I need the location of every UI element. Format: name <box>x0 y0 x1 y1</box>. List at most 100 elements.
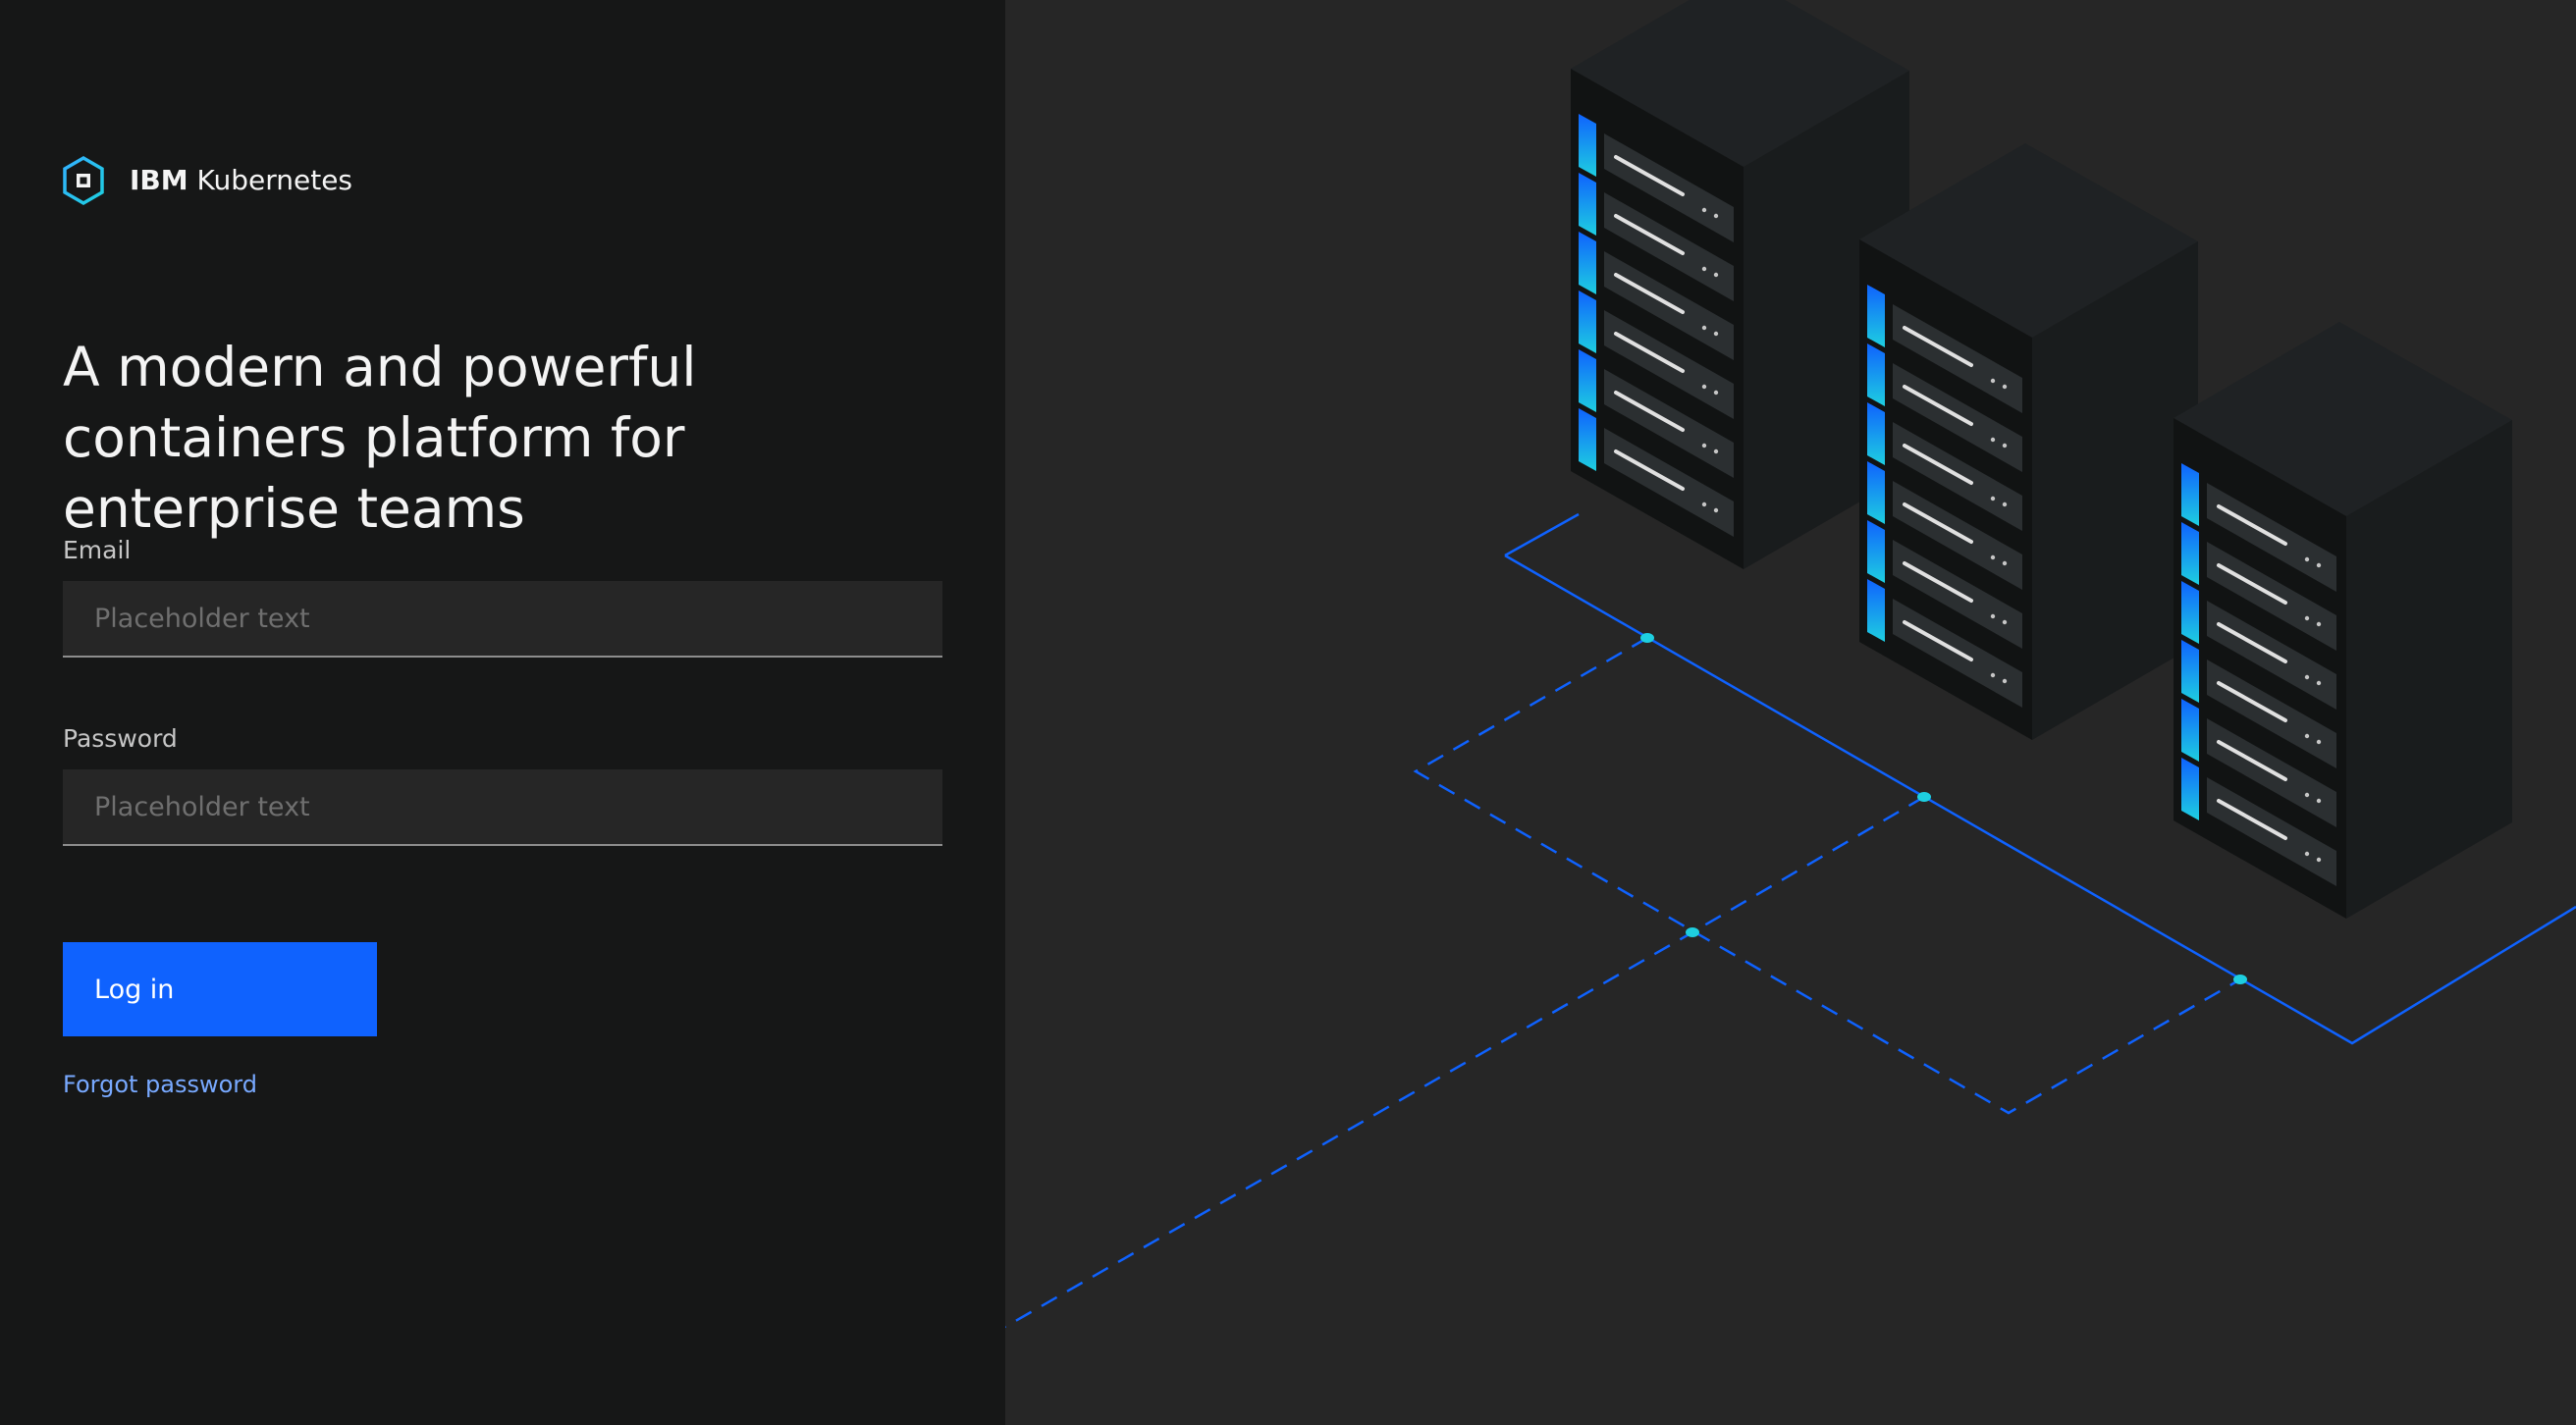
rack-led <box>1579 114 1596 177</box>
rack-indicator <box>2304 851 2310 857</box>
rack-slot <box>1867 579 2022 708</box>
forgot-password-link[interactable]: Forgot password <box>63 1071 257 1098</box>
email-label: Email <box>63 536 132 564</box>
network-line-dashed <box>1413 636 2241 1115</box>
network-node <box>1917 792 1931 802</box>
server-racks <box>1571 0 2512 919</box>
rack-drive-bar <box>2217 681 2287 722</box>
rack-indicator <box>2316 798 2322 804</box>
rack-indicator <box>2316 680 2322 686</box>
brand-name-strong: IBM <box>130 164 188 196</box>
rack-indicator <box>2304 556 2310 562</box>
rack-drive-bar <box>1903 326 1973 367</box>
rack-top <box>1859 143 2198 338</box>
rack-drive-bar <box>1614 155 1685 196</box>
rack-indicator <box>2002 443 2008 449</box>
rack-led <box>1867 343 1885 406</box>
brand-header: IBM Kubernetes <box>61 155 352 206</box>
rack-led <box>1867 461 1885 524</box>
rack-indicator <box>1701 384 1707 390</box>
rack-led <box>1579 290 1596 353</box>
rack-indicator <box>2316 739 2322 745</box>
rack-drive-bar <box>1903 444 1973 485</box>
rack-indicator <box>1701 207 1707 213</box>
rack-indicator <box>2002 501 2008 507</box>
rack-slot <box>2181 640 2336 768</box>
rack-indicator <box>1713 507 1719 513</box>
server-rack <box>1859 143 2198 740</box>
rack-led <box>2181 522 2199 585</box>
rack-led <box>1579 349 1596 412</box>
rack-indicator <box>1990 437 1996 443</box>
rack-led <box>2181 581 2199 644</box>
rack-drive-bar <box>1614 449 1685 491</box>
rack-indicator <box>1713 213 1719 219</box>
rack-indicator <box>2002 384 2008 390</box>
login-panel: IBM Kubernetes A modern and powerful con… <box>0 0 1005 1425</box>
rack-led <box>1867 579 1885 642</box>
rack-indicator <box>1713 390 1719 396</box>
rack-slot <box>1579 290 1734 419</box>
server-rack <box>1571 0 1909 569</box>
rack-slot <box>1579 173 1734 301</box>
network-nodes <box>1640 633 2247 984</box>
network-line-dashed <box>1005 795 1925 1329</box>
rack-led <box>1867 285 1885 347</box>
rack-led <box>1867 402 1885 465</box>
rack-drive-bar <box>2217 622 2287 663</box>
rack-led <box>1867 520 1885 583</box>
rack-indicator <box>1701 501 1707 507</box>
rack-indicator <box>1990 496 1996 501</box>
rack-drive-bar <box>1903 620 1973 661</box>
rack-indicator <box>1990 378 1996 384</box>
rack-indicator <box>2002 619 2008 625</box>
rack-top <box>2174 322 2512 516</box>
rack-led <box>2181 758 2199 820</box>
rack-slot <box>2181 699 2336 827</box>
rack-drive-bar <box>2217 504 2287 546</box>
rack-indicator <box>1701 325 1707 331</box>
rack-indicator <box>2304 615 2310 621</box>
rack-slot <box>1867 402 2022 531</box>
rack-slot <box>2181 463 2336 592</box>
rack-indicator <box>2002 560 2008 566</box>
rack-drive-bar <box>2217 799 2287 840</box>
rack-slot <box>1867 285 2022 413</box>
rack-led <box>2181 640 2199 703</box>
brand-name: IBM Kubernetes <box>130 164 352 197</box>
rack-drive-bar <box>2217 740 2287 781</box>
page-headline: A modern and powerful containers platfor… <box>63 336 697 540</box>
rack-drive-bar <box>1614 273 1685 314</box>
server-rack <box>2174 322 2512 919</box>
rack-indicator <box>1990 672 1996 678</box>
rack-indicator <box>1701 266 1707 272</box>
rack-drive-bar <box>1903 561 1973 603</box>
rack-drive-bar <box>1614 332 1685 373</box>
kubernetes-hexagon-icon <box>63 155 104 206</box>
email-field[interactable] <box>63 581 942 658</box>
rack-indicator <box>2316 621 2322 627</box>
login-button[interactable]: Log in <box>63 942 377 1036</box>
network-line-solid <box>1504 554 2576 1045</box>
password-field[interactable] <box>63 769 942 846</box>
rack-indicator <box>1990 554 1996 560</box>
rack-led <box>1579 232 1596 294</box>
password-label: Password <box>63 724 178 753</box>
rack-slot <box>1579 232 1734 360</box>
rack-indicator <box>2002 678 2008 684</box>
rack-indicator <box>1713 449 1719 454</box>
network-node <box>2233 975 2247 984</box>
rack-slot <box>1579 408 1734 537</box>
rack-drive-bar <box>2217 563 2287 605</box>
rack-led <box>1579 408 1596 471</box>
rack-side <box>2346 420 2512 919</box>
rack-slot <box>1579 114 1734 242</box>
rack-indicator <box>2304 733 2310 739</box>
rack-indicator <box>1990 613 1996 619</box>
rack-drive-bar <box>1903 385 1973 426</box>
rack-slot <box>2181 522 2336 651</box>
rack-slot <box>2181 758 2336 886</box>
hero-illustration-panel <box>1005 0 2576 1425</box>
rack-led <box>2181 699 2199 762</box>
